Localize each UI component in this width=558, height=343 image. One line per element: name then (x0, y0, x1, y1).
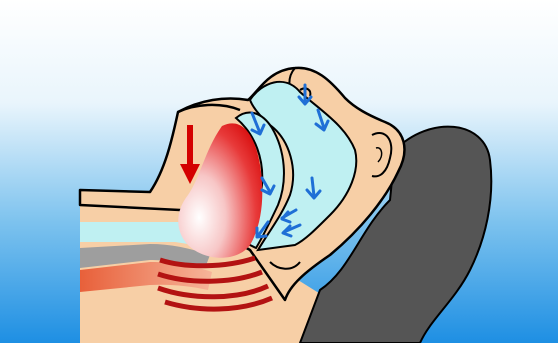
pressure-arrow-shaft (187, 125, 193, 167)
